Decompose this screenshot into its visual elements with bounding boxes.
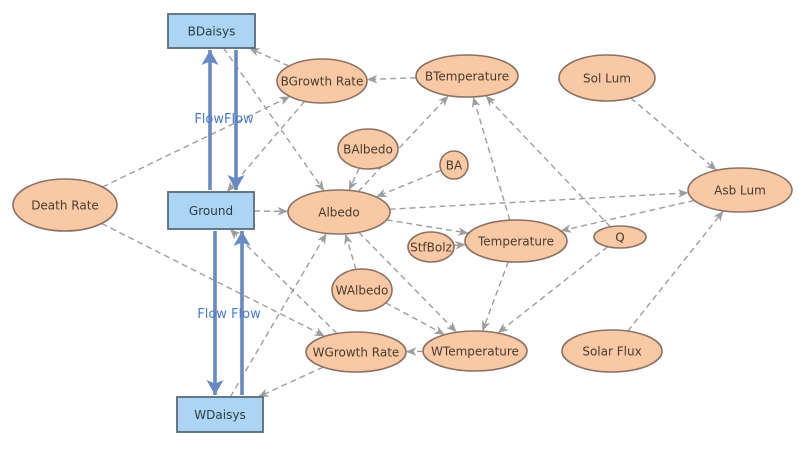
node-label-stfbolz: StfBolz (410, 241, 452, 255)
flow-label-0: FlowFlow (194, 112, 254, 127)
causal-link-albedo-to-wtemperature[interactable] (358, 231, 458, 333)
causal-link-sol_lum-to-asb_lum[interactable] (630, 97, 718, 171)
variable-ellipse-death_rate[interactable] (12, 178, 118, 232)
variable-ellipse-walbedo[interactable] (331, 268, 393, 312)
causal-link-wdaisys-to-albedo[interactable] (229, 232, 328, 398)
variable-death_rate[interactable]: Death Rate (12, 178, 118, 232)
node-label-temperature: Temperature (477, 235, 554, 249)
node-label-balbedo: BAlbedo (343, 143, 393, 157)
variable-ellipse-bgrowth_rate[interactable] (276, 58, 368, 104)
flow-label-1: Flow Flow (197, 307, 261, 322)
node-label-wgrowth_rate: WGrowth Rate (313, 346, 400, 360)
variable-bgrowth_rate[interactable]: BGrowth Rate (276, 58, 368, 104)
causal-link-bdaisys-to-albedo[interactable] (222, 47, 325, 192)
variable-solar_flux[interactable]: Solar Flux (561, 329, 663, 373)
node-label-death_rate: Death Rate (31, 199, 99, 213)
variable-ellipse-balbedo[interactable] (337, 128, 399, 170)
node-label-ba: BA (446, 159, 463, 173)
variable-albedo[interactable]: Albedo (287, 189, 391, 235)
variable-stfbolz[interactable]: StfBolz (407, 231, 455, 263)
causal-link-wgrowth_rate-to-ground[interactable] (229, 228, 338, 334)
variable-wgrowth_rate[interactable]: WGrowth Rate (305, 331, 407, 373)
node-label-q: Q (615, 231, 624, 245)
causal-link-balbedo-to-albedo[interactable] (348, 167, 360, 191)
variable-sol_lum[interactable]: Sol Lum (558, 54, 656, 102)
causal-link-q-to-wtemperature[interactable] (497, 246, 609, 334)
variable-asb_lum[interactable]: Asb Lum (687, 167, 793, 213)
variable-ellipse-q[interactable] (593, 225, 647, 249)
causal-link-albedo-to-btemperature[interactable] (357, 95, 450, 193)
variable-walbedo[interactable]: WAlbedo (331, 268, 393, 312)
variable-wtemperature[interactable]: WTemperature (422, 330, 528, 372)
causal-link-ba-to-albedo[interactable] (375, 169, 442, 198)
causal-link-solar_flux-to-asb_lum[interactable] (627, 210, 724, 332)
node-label-bdaisys: BDaisys (188, 25, 236, 39)
node-label-wdaisys: WDaisys (194, 408, 245, 422)
variable-ellipse-wtemperature[interactable] (422, 330, 528, 372)
variable-ellipse-btemperature[interactable] (415, 54, 519, 98)
variable-balbedo[interactable]: BAlbedo (337, 128, 399, 170)
stock-ground[interactable]: Ground (167, 191, 255, 230)
variable-ellipse-stfbolz[interactable] (407, 231, 455, 263)
stock-box-ground[interactable] (167, 191, 255, 230)
causal-link-walbedo-to-wtemperature[interactable] (385, 302, 446, 336)
causal-link-albedo-to-temperature[interactable] (386, 219, 469, 236)
causal-link-death_rate-to-bgrowth_rate[interactable] (102, 95, 291, 188)
node-label-asb_lum: Asb Lum (714, 184, 766, 198)
variable-q[interactable]: Q (593, 225, 647, 249)
node-label-walbedo: WAlbedo (336, 284, 389, 298)
node-label-wtemperature: WTemperature (431, 345, 519, 359)
stock-wdaisys[interactable]: WDaisys (176, 396, 264, 433)
causal-link-walbedo-to-albedo[interactable] (344, 233, 357, 270)
variable-ellipse-asb_lum[interactable] (687, 167, 793, 213)
node-label-ground: Ground (189, 204, 233, 218)
causal-link-wgrowth_rate-to-wdaisys[interactable] (257, 366, 324, 398)
node-label-albedo: Albedo (318, 206, 360, 220)
variable-ellipse-ba[interactable] (439, 150, 469, 180)
causal-link-bgrowth_rate-to-bdaisys[interactable] (248, 47, 290, 67)
variable-temperature[interactable]: Temperature (464, 219, 568, 263)
node-label-sol_lum: Sol Lum (583, 72, 631, 86)
causal-link-albedo-to-asb_lum[interactable] (389, 189, 689, 210)
node-label-bgrowth_rate: BGrowth Rate (281, 75, 364, 89)
stock-box-wdaisys[interactable] (176, 396, 264, 433)
causal-link-btemperature-to-bgrowth_rate[interactable] (366, 74, 417, 84)
node-label-solar_flux: Solar Flux (582, 345, 641, 359)
stock-bdaisys[interactable]: BDaisys (167, 13, 256, 49)
variable-btemperature[interactable]: BTemperature (415, 54, 519, 98)
causal-link-q-to-btemperature[interactable] (485, 95, 611, 228)
variable-ellipse-solar_flux[interactable] (561, 329, 663, 373)
causal-link-stfbolz-to-temperature[interactable] (453, 240, 466, 250)
variable-ellipse-wgrowth_rate[interactable] (305, 331, 407, 373)
causal-link-temperature-to-wtemperature[interactable] (481, 261, 509, 332)
causal-link-temperature-to-btemperature[interactable] (471, 96, 511, 221)
variable-ellipse-sol_lum[interactable] (558, 54, 656, 102)
variable-ellipse-albedo[interactable] (287, 189, 391, 235)
stock-box-bdaisys[interactable] (167, 13, 256, 49)
variable-ellipse-temperature[interactable] (464, 219, 568, 263)
node-label-btemperature: BTemperature (425, 70, 509, 84)
variable-ba[interactable]: BA (439, 150, 469, 180)
causal-link-asb_lum-to-temperature[interactable] (560, 199, 695, 233)
